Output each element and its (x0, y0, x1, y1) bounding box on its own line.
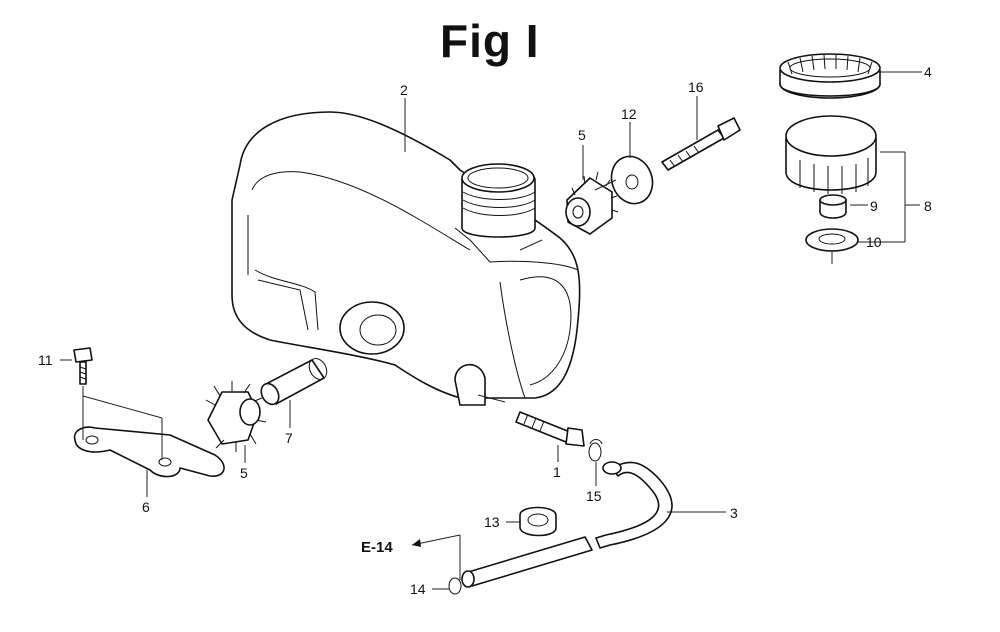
callout-8: 8 (924, 198, 932, 214)
fuel-hose-part (461, 461, 673, 588)
cap-insert-part (819, 194, 847, 219)
callout-15: 15 (586, 488, 602, 504)
callout-12: 12 (621, 106, 637, 122)
clip-15-part (588, 439, 603, 462)
grommet-lower-part (205, 381, 267, 452)
callout-16: 16 (688, 79, 704, 95)
callout-1: 1 (553, 464, 561, 480)
bracket-part (73, 426, 225, 478)
callout-4: 4 (924, 64, 932, 80)
bolt-1-part (515, 411, 585, 447)
callout-11: 11 (38, 352, 53, 368)
callout-13: 13 (484, 514, 500, 530)
washer-12-part (610, 155, 654, 205)
figure-title: Fig I (440, 15, 540, 67)
callout-6: 6 (142, 499, 150, 515)
callout-9: 9 (870, 198, 878, 214)
fuel-cap-part (785, 115, 877, 194)
callout-2: 2 (400, 82, 408, 98)
cap-ring-part (779, 53, 881, 99)
bolt-16-part (661, 117, 741, 171)
bolt-11-part (73, 347, 93, 385)
cap-gasket-part (805, 228, 859, 264)
sleeve-part (260, 358, 328, 406)
hose-clamp-part (519, 506, 557, 537)
callout-3: 3 (730, 505, 738, 521)
callout-5-lower: 5 (240, 465, 248, 481)
callout-10: 10 (866, 234, 882, 250)
callout-7: 7 (285, 430, 293, 446)
clip-14-part (448, 577, 462, 595)
fuel-tank-part (231, 111, 581, 406)
leader-lines (60, 71, 922, 590)
reference-label: E-14 (361, 539, 393, 556)
grommet-upper-part (565, 171, 619, 235)
callout-14: 14 (410, 581, 426, 597)
callout-5-upper: 5 (578, 127, 586, 143)
